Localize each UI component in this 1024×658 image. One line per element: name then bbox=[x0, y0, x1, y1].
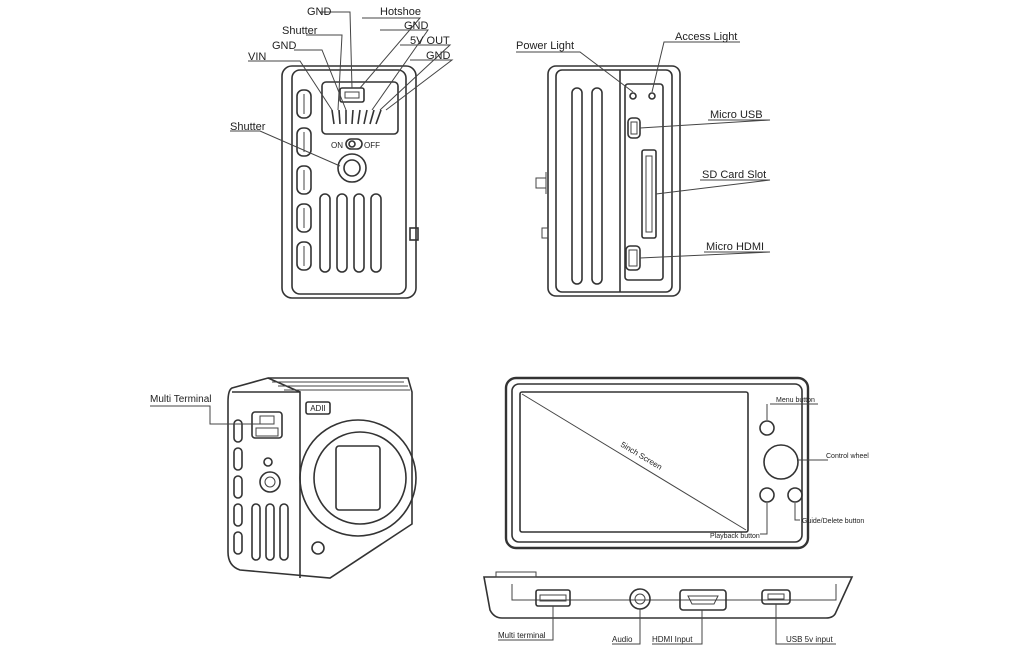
audio-label: Audio bbox=[612, 635, 633, 644]
monitor-screen bbox=[519, 391, 749, 533]
hotshoe-label: Hotshoe bbox=[380, 6, 421, 18]
camera-port-side-view: Power Light Access Light Micro USB SD Ca… bbox=[516, 31, 771, 297]
sensor bbox=[335, 445, 381, 511]
shutter-port[interactable] bbox=[337, 153, 367, 183]
usb-5v-input-label: USB 5v input bbox=[786, 635, 833, 644]
control-wheel-label: Control wheel bbox=[826, 453, 869, 460]
micro-usb-label: Micro USB bbox=[710, 109, 763, 121]
guide-delete-button[interactable] bbox=[787, 487, 803, 503]
5v-out-label: 5V OUT bbox=[410, 35, 450, 47]
menu-button-label: Menu button bbox=[776, 397, 815, 404]
multi-terminal-monitor-label: Multi terminal bbox=[498, 631, 546, 640]
shutter-pin-label: Shutter bbox=[282, 25, 318, 37]
monitor-view: 5inch Screen Menu button Control wheel G… bbox=[483, 376, 869, 645]
guide-delete-label: Guide/Delete button bbox=[802, 518, 864, 525]
menu-button[interactable] bbox=[759, 420, 775, 436]
gnd-right2-label: GND bbox=[426, 50, 451, 62]
adii-logo: ADII bbox=[310, 404, 326, 413]
monitor-bottom-edge bbox=[483, 576, 854, 619]
playback-button-label: Playback button bbox=[710, 533, 760, 540]
switch-on-label: ON bbox=[331, 141, 343, 150]
control-wheel[interactable] bbox=[763, 444, 799, 480]
power-switch[interactable] bbox=[345, 138, 363, 150]
access-light bbox=[648, 92, 656, 100]
hdmi-input-label: HDMI Input bbox=[652, 635, 693, 644]
sd-card-slot-label: SD Card Slot bbox=[702, 169, 766, 181]
shutter-side-label: Shutter bbox=[230, 121, 266, 133]
switch-off-label: OFF bbox=[364, 141, 380, 150]
lens-mount bbox=[299, 419, 417, 537]
access-light-label: Access Light bbox=[675, 31, 737, 43]
camera-perspective-view: ADII Multi Terminal bbox=[150, 377, 417, 579]
playback-button[interactable] bbox=[759, 487, 775, 503]
gnd-right1-label: GND bbox=[404, 20, 429, 32]
hdmi-input-port[interactable] bbox=[679, 589, 727, 611]
gnd-top-label: GND bbox=[307, 6, 332, 18]
vin-label: VIN bbox=[248, 51, 266, 63]
gnd-left-label: GND bbox=[272, 40, 297, 52]
power-light-label: Power Light bbox=[516, 40, 574, 52]
micro-hdmi-label: Micro HDMI bbox=[706, 241, 764, 253]
multi-terminal-label: Multi Terminal bbox=[150, 394, 212, 405]
power-light bbox=[629, 92, 637, 100]
camera-side-view: ON OFF GND Hotshoe Shutter GND GND 5V OU… bbox=[230, 6, 454, 299]
multi-terminal-port[interactable] bbox=[251, 411, 283, 439]
